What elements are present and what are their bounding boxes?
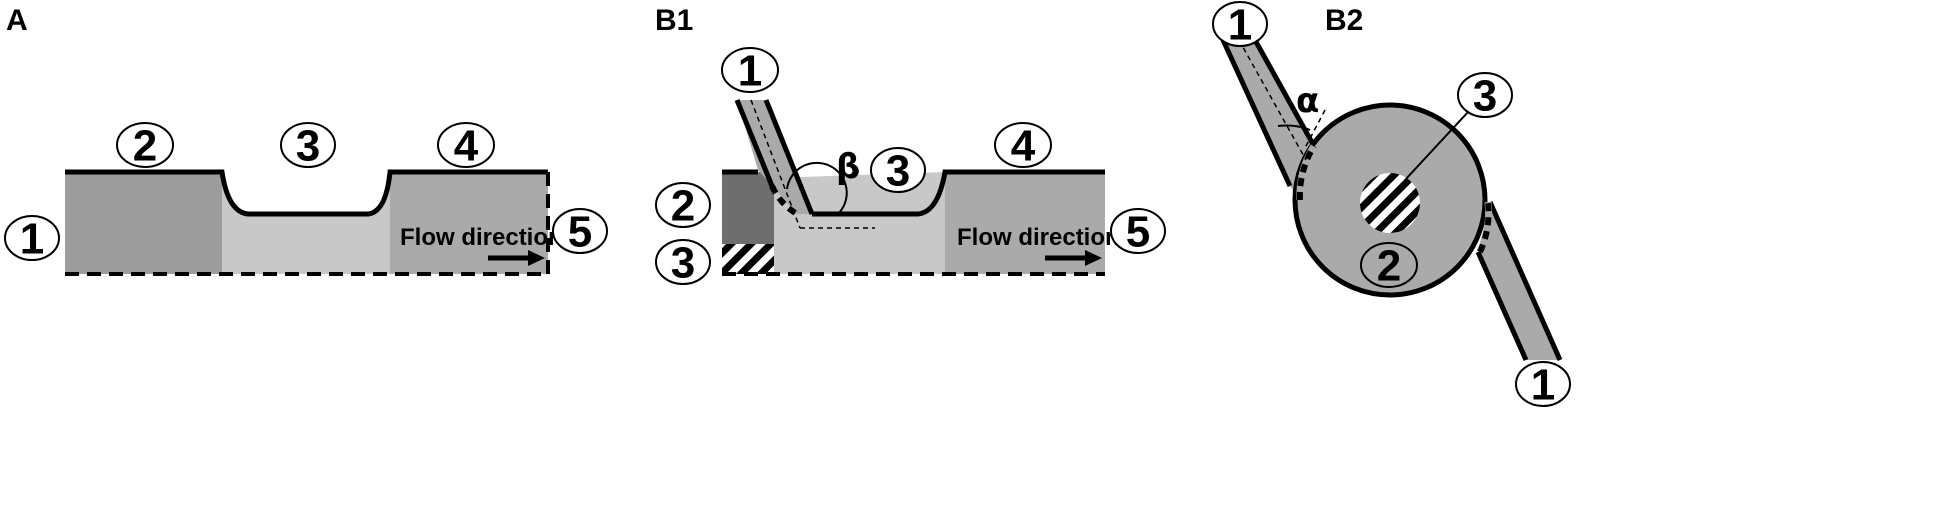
panel-label-b2: B2 <box>1325 4 1364 37</box>
panel-b2-tangent-line <box>1304 109 1326 149</box>
panel-b1-angle-arc <box>786 161 848 215</box>
panel-b1-marker-5-label: 5 <box>1126 208 1150 257</box>
panel-b2-marker-2-label: 2 <box>1377 242 1401 291</box>
panel-b2-dotted-boundary-right <box>1477 201 1492 254</box>
panel-b2-lower-canal-edge-right <box>1487 200 1563 362</box>
panel-b1-marker-3-left-label: 3 <box>671 239 695 288</box>
panel-b1-marker-5 <box>1110 208 1166 254</box>
panel-b1-canal-edge-right <box>763 99 815 215</box>
panel-b1-flow-label: Flow direction <box>957 224 1120 251</box>
panel-a-marker-1-label: 1 <box>20 215 44 264</box>
panel-a-marker-3-label: 3 <box>296 122 320 171</box>
panel-b1-marker-4 <box>994 122 1052 168</box>
panel-a-marker-1 <box>4 215 60 261</box>
panel-a-flow-label: Flow direction <box>400 224 563 251</box>
panel-b2-upper-canal <box>1223 40 1314 200</box>
dorsal-skin-region-left <box>65 172 222 274</box>
panel-b2-angle-symbol: α <box>1296 81 1319 121</box>
panel-b2-leader-line <box>1404 111 1469 181</box>
panel-b1-marker-1 <box>721 47 779 93</box>
panel-a-marker-5 <box>552 208 608 254</box>
panel-b1-canal-axis <box>750 99 801 229</box>
panel-b2-marker-1-bottom-label: 1 <box>1531 361 1555 410</box>
panel-b1-marker-3-label: 3 <box>886 147 910 196</box>
panel-a-diagram: Flow direction 1 2 3 4 5 <box>4 122 608 276</box>
wound-bed-region <box>222 172 390 274</box>
panel-a-flow-arrow-head <box>528 250 545 266</box>
panel-b2-upper-canal-edge-left <box>1220 38 1293 188</box>
panel-b2-angle-arc <box>1277 124 1311 131</box>
panel-b2-canal-axis <box>1238 39 1307 161</box>
panel-a-marker-4-label: 4 <box>454 122 479 171</box>
panel-b1-marker-3 <box>870 147 926 193</box>
panel-b1-hatched-block <box>722 244 774 274</box>
panel-b2-dotted-boundary-left <box>1296 144 1317 201</box>
panel-b2-marker-3 <box>1457 72 1513 118</box>
panel-b1-marker-4-label: 4 <box>1011 122 1036 171</box>
panel-b1-diagram: β Flow direction 1 2 3 3 4 5 <box>655 47 1166 288</box>
panel-b2-lower-canal <box>1478 202 1560 360</box>
panel-b1-marker-2 <box>655 182 711 228</box>
panel-b1-light-region <box>774 172 945 274</box>
panel-b2-hatched-center <box>1360 173 1420 233</box>
panel-b2-marker-1-bottom <box>1515 361 1571 407</box>
panel-a-marker-3 <box>280 122 336 168</box>
panel-b2-marker-2 <box>1360 242 1418 288</box>
panel-a-marker-2-label: 2 <box>133 122 157 171</box>
panel-label-b1: B1 <box>655 4 694 37</box>
panel-a-marker-5-label: 5 <box>568 208 592 257</box>
panel-a-top-surface-line <box>65 169 548 217</box>
panel-b1-top-surface-right <box>812 169 1105 217</box>
panel-b1-canal <box>737 100 812 214</box>
panel-b1-dotted-boundary <box>769 184 799 217</box>
panel-b2-lower-canal-edge-left <box>1475 250 1529 362</box>
panel-b1-canal-edge-left <box>734 99 775 187</box>
panel-label-a: A <box>6 4 28 37</box>
panel-a-marker-2 <box>116 122 174 168</box>
panel-b2-diagram: α 1 1 2 3 <box>1212 1 1571 410</box>
panel-b1-flow-arrow-head <box>1085 250 1102 266</box>
panel-a-marker-4 <box>437 122 495 168</box>
panel-b1-dark-block <box>722 172 774 244</box>
panel-b1-marker-1-label: 1 <box>738 47 762 96</box>
panel-b1-angle-symbol: β <box>836 147 860 187</box>
panel-b1-marker-2-label: 2 <box>671 182 695 231</box>
panel-b2-marker-3-label: 3 <box>1473 72 1497 121</box>
panel-b2-marker-1-top <box>1212 1 1268 47</box>
panel-b1-marker-3-left <box>655 239 711 285</box>
panel-b2-marker-1-top-label: 1 <box>1228 1 1252 50</box>
